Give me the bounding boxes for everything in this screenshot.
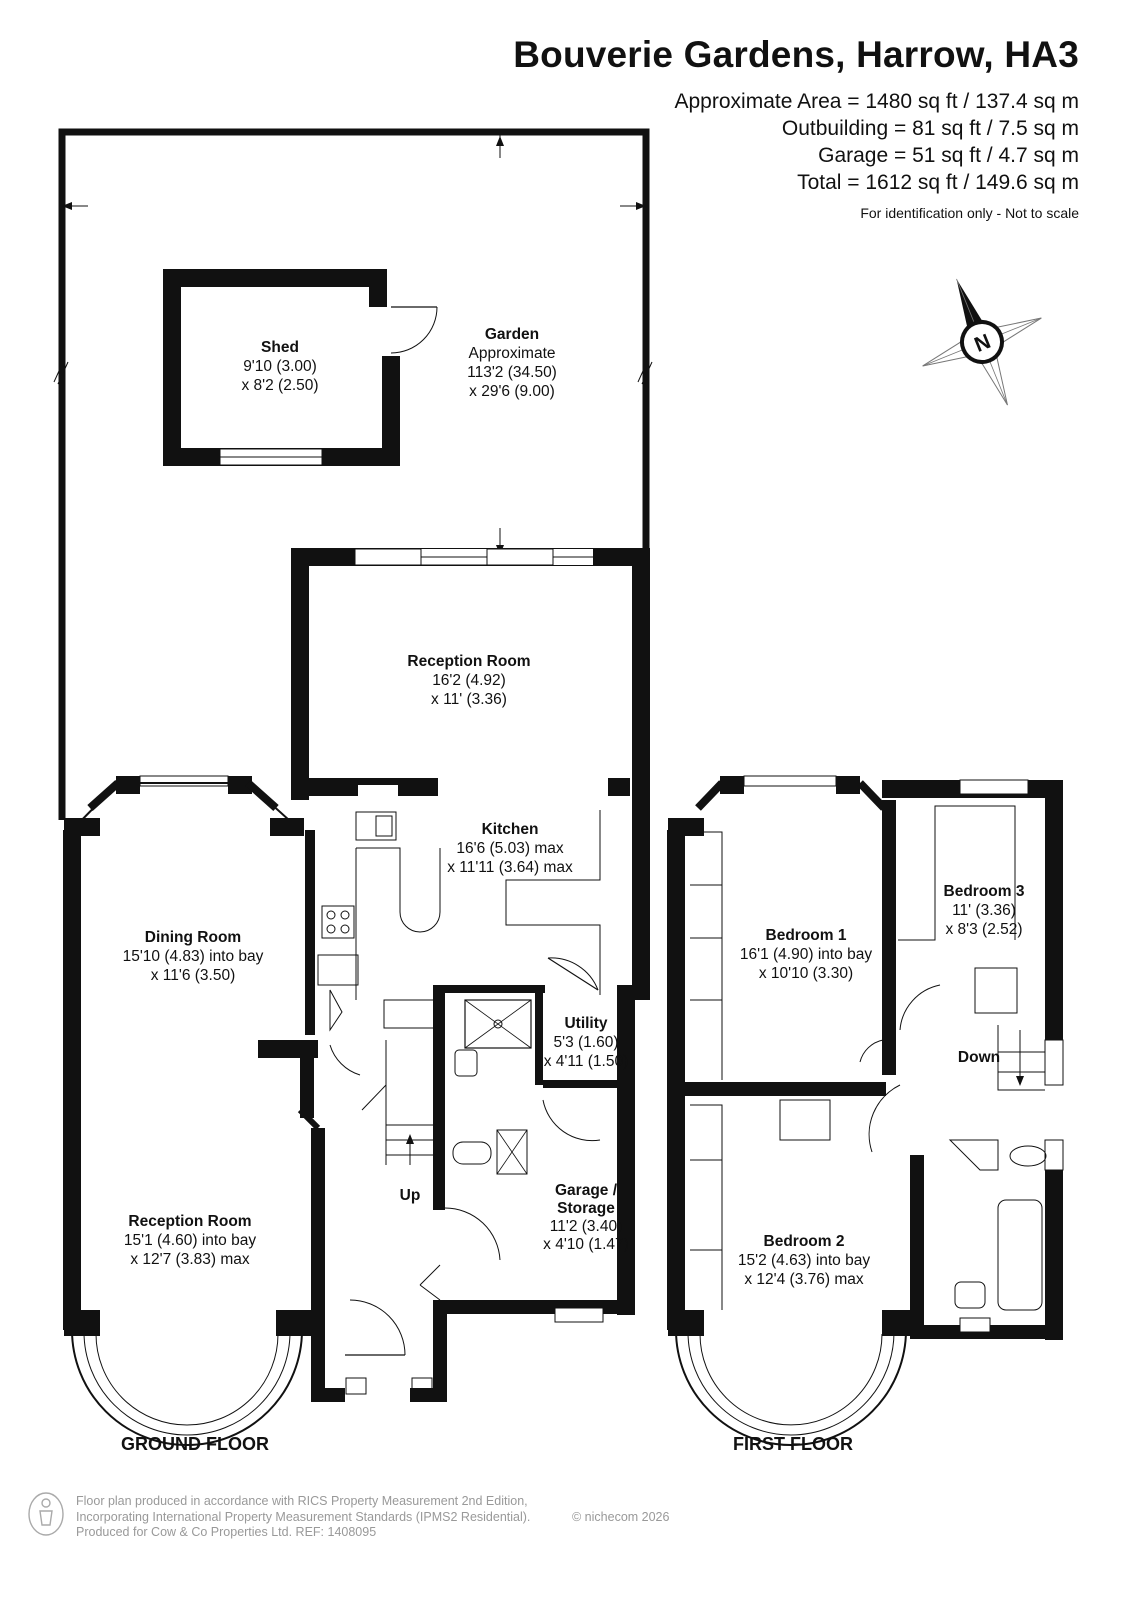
label-garage-storage: Garage / Storage 11'2 (3.40) x 4'10 (1.4…: [543, 1182, 629, 1253]
label-reception-front: Reception Room 15'1 (4.60) into bay x 12…: [124, 1213, 256, 1268]
area-line-approximate: Approximate Area = 1480 sq ft / 137.4 sq…: [674, 90, 1080, 113]
svg-text:Approximate: Approximate: [468, 345, 555, 362]
copyright: © nichecom 2026: [572, 1510, 670, 1524]
stairs-down-label: Down: [958, 1049, 1000, 1066]
svg-text:x 8'2 (2.50): x 8'2 (2.50): [241, 377, 318, 394]
svg-text:Utility: Utility: [564, 1015, 607, 1032]
svg-text:x 10'10 (3.30): x 10'10 (3.30): [759, 965, 853, 982]
label-utility: Utility 5'3 (1.60) x 4'11 (1.50): [544, 1015, 629, 1070]
svg-text:16'6 (5.03) max: 16'6 (5.03) max: [456, 840, 563, 857]
scale-disclaimer: For identification only - Not to scale: [860, 205, 1079, 221]
first-floor-label: FIRST FLOOR: [733, 1434, 853, 1454]
svg-text:Dining Room: Dining Room: [145, 929, 241, 946]
ground-floor-plan: [63, 548, 650, 1446]
svg-text:11' (3.36): 11' (3.36): [952, 902, 1016, 919]
svg-text:Bedroom 2: Bedroom 2: [764, 1233, 845, 1250]
label-garden: Garden Approximate 113'2 (34.50) x 29'6 …: [467, 326, 557, 400]
label-bedroom-1: Bedroom 1 16'1 (4.90) into bay x 10'10 (…: [740, 927, 872, 982]
footer-notes: Floor plan produced in accordance with R…: [76, 1494, 530, 1541]
svg-text:Shed: Shed: [261, 339, 299, 356]
svg-text:113'2 (34.50): 113'2 (34.50): [467, 364, 557, 381]
svg-text:x 12'4 (3.76) max: x 12'4 (3.76) max: [744, 1271, 864, 1288]
area-line-outbuilding: Outbuilding = 81 sq ft / 7.5 sq m: [781, 117, 1079, 140]
svg-text:Bedroom 3: Bedroom 3: [944, 883, 1025, 900]
svg-text:Garage /: Garage /: [555, 1182, 618, 1199]
svg-text:15'2 (4.63) into bay: 15'2 (4.63) into bay: [738, 1252, 870, 1269]
svg-text:Garden: Garden: [485, 326, 539, 343]
stairs-up-label: Up: [400, 1187, 421, 1204]
footer-line-2: Incorporating International Property Mea…: [76, 1509, 531, 1524]
svg-text:x 11' (3.36): x 11' (3.36): [431, 691, 507, 708]
footer-line-3: Produced for Cow & Co Properties Ltd. RE…: [76, 1525, 377, 1539]
label-dining-room: Dining Room 15'10 (4.83) into bay x 11'6…: [123, 929, 264, 984]
svg-text:16'1 (4.90) into bay: 16'1 (4.90) into bay: [740, 946, 872, 963]
label-shed: Shed 9'10 (3.00) x 8'2 (2.50): [241, 339, 318, 394]
svg-text:15'1 (4.60) into bay: 15'1 (4.60) into bay: [124, 1232, 256, 1249]
label-bedroom-3: Bedroom 3 11' (3.36) x 8'3 (2.52): [944, 883, 1025, 938]
person-icon: [28, 1492, 64, 1536]
svg-text:x 4'11 (1.50): x 4'11 (1.50): [544, 1053, 629, 1070]
label-bedroom-2: Bedroom 2 15'2 (4.63) into bay x 12'4 (3…: [738, 1233, 870, 1288]
page-title: Bouverie Gardens, Harrow, HA3: [513, 34, 1079, 75]
shed-outline: [163, 269, 438, 466]
ground-floor-label: GROUND FLOOR: [121, 1434, 269, 1454]
svg-text:15'10 (4.83) into bay: 15'10 (4.83) into bay: [123, 948, 264, 965]
svg-text:9'10 (3.00): 9'10 (3.00): [243, 358, 317, 375]
compass-rose-icon: N: [922, 278, 1042, 406]
area-line-total: Total = 1612 sq ft / 149.6 sq m: [797, 171, 1079, 194]
svg-text:5'3 (1.60): 5'3 (1.60): [554, 1034, 619, 1051]
area-line-garage: Garage = 51 sq ft / 4.7 sq m: [818, 144, 1079, 167]
svg-text:Reception Room: Reception Room: [407, 653, 530, 670]
area-summary: Approximate Area = 1480 sq ft / 137.4 sq…: [675, 88, 1080, 196]
svg-text:11'2 (3.40): 11'2 (3.40): [550, 1218, 622, 1235]
svg-text:Reception Room: Reception Room: [128, 1213, 251, 1230]
svg-text:Storage: Storage: [557, 1200, 615, 1217]
svg-text:x 11'6 (3.50): x 11'6 (3.50): [151, 967, 236, 984]
svg-text:x 11'11 (3.64) max: x 11'11 (3.64) max: [447, 859, 573, 876]
svg-text:Bedroom 1: Bedroom 1: [766, 927, 847, 944]
first-floor-plan: [667, 775, 1064, 1446]
svg-text:x 4'10 (1.47): x 4'10 (1.47): [543, 1236, 629, 1253]
svg-text:x 8'3 (2.52): x 8'3 (2.52): [945, 921, 1022, 938]
svg-text:16'2 (4.92): 16'2 (4.92): [432, 672, 506, 689]
label-reception-rear: Reception Room 16'2 (4.92) x 11' (3.36): [407, 653, 530, 708]
svg-text:Kitchen: Kitchen: [482, 821, 539, 838]
svg-text:x 29'6 (9.00): x 29'6 (9.00): [469, 383, 555, 400]
footer-line-1: Floor plan produced in accordance with R…: [76, 1494, 528, 1508]
label-kitchen: Kitchen 16'6 (5.03) max x 11'11 (3.64) m…: [447, 821, 573, 876]
svg-text:x 12'7 (3.83) max: x 12'7 (3.83) max: [130, 1251, 250, 1268]
